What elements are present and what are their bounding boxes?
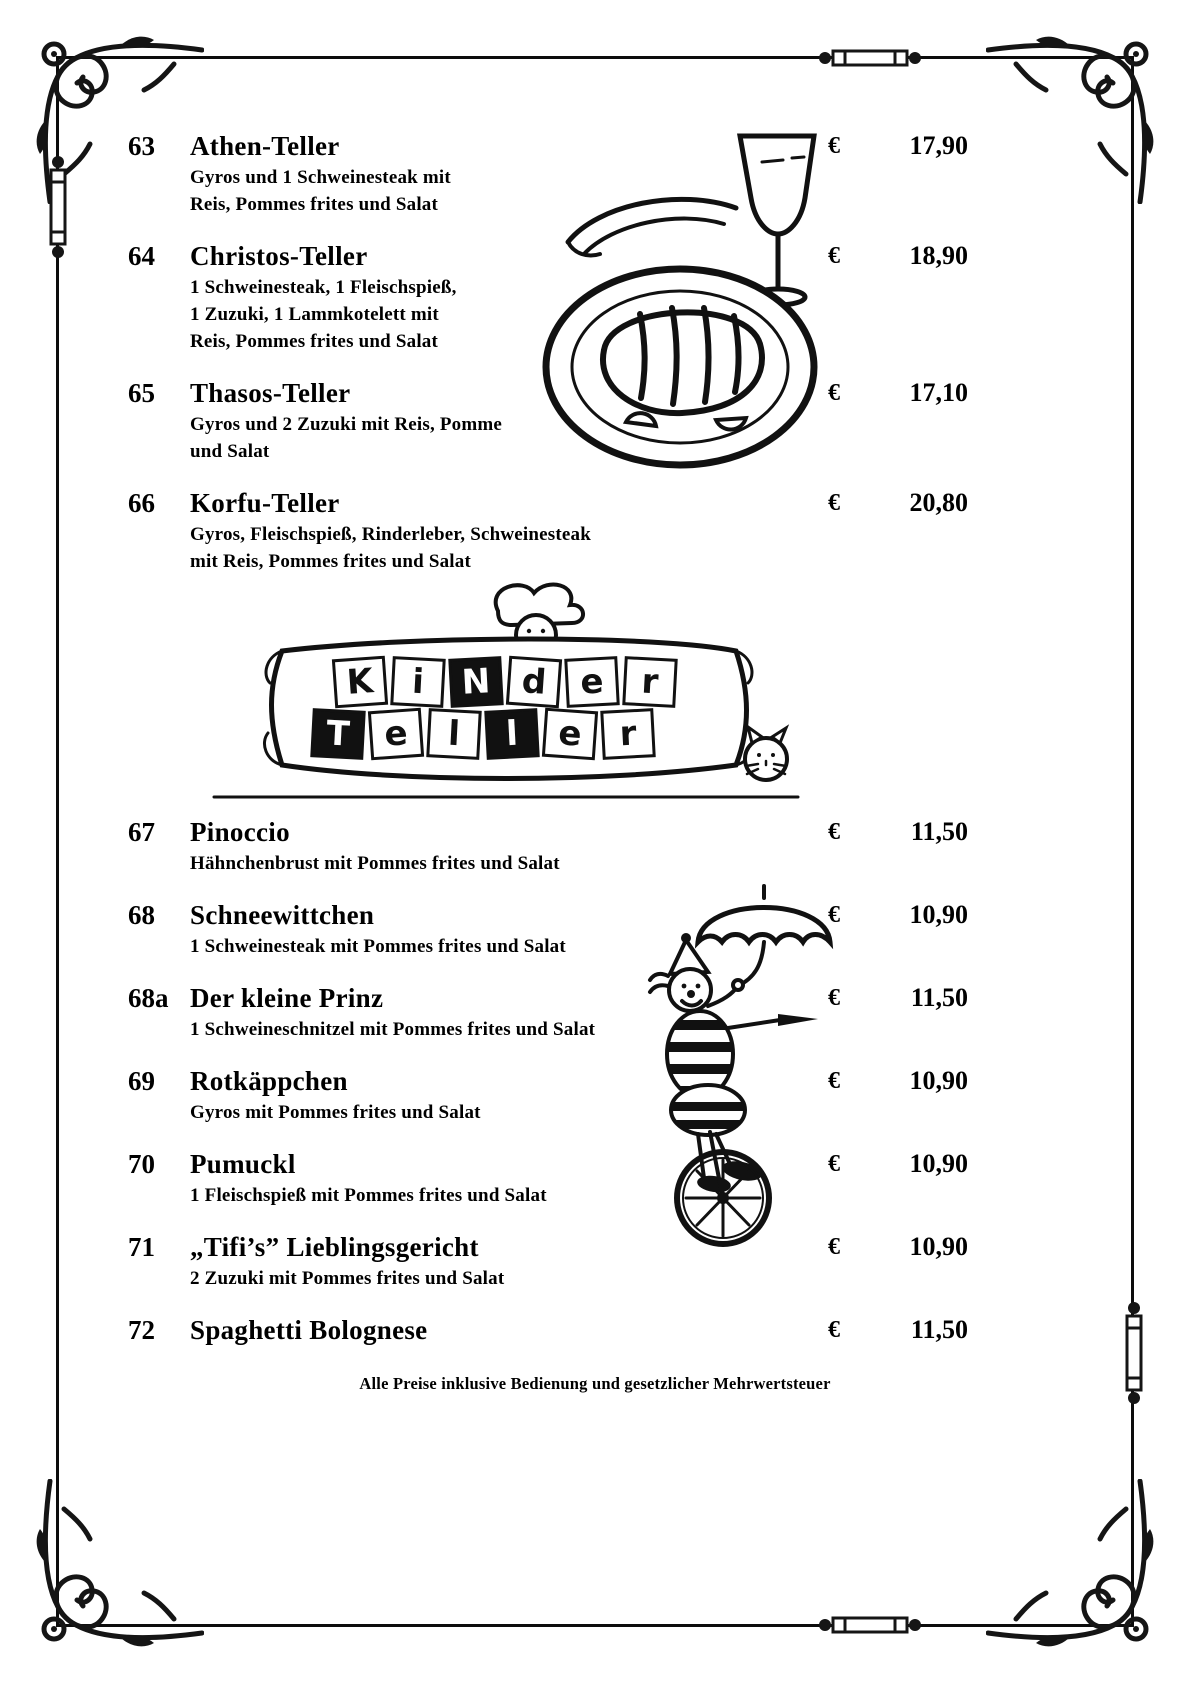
menu-item: 68 Schneewittchen € 10,90 1 Schweinestea… bbox=[128, 897, 968, 960]
currency-symbol: € bbox=[828, 1317, 840, 1343]
corner-flourish-icon bbox=[986, 36, 1154, 204]
item-name: Korfu-Teller bbox=[190, 488, 340, 518]
item-name: Schneewittchen bbox=[190, 900, 375, 930]
item-number: 68 bbox=[128, 900, 155, 930]
item-number: 69 bbox=[128, 1066, 155, 1096]
banner-letter: K bbox=[345, 661, 376, 703]
item-price: 10,90 bbox=[909, 1149, 969, 1178]
border-ornament-icon bbox=[819, 49, 921, 67]
item-number: 70 bbox=[128, 1149, 155, 1179]
item-name: Thasos-Teller bbox=[190, 378, 351, 408]
item-name: Rotkäppchen bbox=[190, 1066, 348, 1096]
item-description: 1 Fleischspieß mit Pommes frites und Sal… bbox=[190, 1185, 547, 1206]
kinder-teller-banner-illustration: K i N d e r T e l l e r bbox=[212, 582, 800, 799]
item-name: Spaghetti Bolognese bbox=[190, 1315, 428, 1345]
currency-symbol: € bbox=[828, 902, 840, 928]
corner-flourish-icon bbox=[986, 1479, 1154, 1647]
banner-letter: N bbox=[461, 661, 492, 702]
item-price: 10,90 bbox=[909, 1232, 969, 1261]
item-description: 1 Schweinesteak, 1 Fleischspieß, 1 Zuzuk… bbox=[190, 277, 457, 352]
footer-note: Alle Preise inklusive Bedienung und gese… bbox=[359, 1374, 831, 1393]
border-ornament-icon bbox=[1125, 1302, 1143, 1404]
banner-letter: r bbox=[641, 662, 660, 703]
currency-symbol: € bbox=[828, 1151, 840, 1177]
item-price: 18,90 bbox=[909, 241, 969, 270]
item-number: 68a bbox=[128, 983, 169, 1013]
item-price: 17,10 bbox=[909, 378, 969, 407]
corner-flourish-icon bbox=[36, 36, 204, 204]
item-number: 65 bbox=[128, 378, 155, 408]
item-name: Pumuckl bbox=[190, 1149, 296, 1179]
menu-item: 66 Korfu-Teller € 20,80 Gyros, Fleischsp… bbox=[128, 485, 968, 575]
item-price: 10,90 bbox=[909, 900, 969, 929]
menu-item: 71 „Tifi’s” Lieblingsgericht € 10,90 2 Z… bbox=[128, 1229, 968, 1292]
banner-letter: i bbox=[411, 662, 425, 703]
item-name: Athen-Teller bbox=[190, 131, 340, 161]
banner-word-kinder: K i N d e r bbox=[331, 655, 678, 709]
item-description: 1 Schweinesteak mit Pommes frites und Sa… bbox=[190, 936, 566, 957]
menu-item: 67 Pinoccio € 11,50 Hähnchenbrust mit Po… bbox=[128, 814, 968, 877]
corner-flourish-icon bbox=[36, 1479, 204, 1647]
banner-letter: e bbox=[579, 661, 604, 702]
item-price: 11,50 bbox=[910, 817, 968, 846]
item-description: Gyros mit Pommes frites und Salat bbox=[190, 1102, 481, 1123]
banner-letter: T bbox=[325, 713, 351, 754]
item-number: 72 bbox=[128, 1315, 155, 1345]
item-price: 11,50 bbox=[910, 1315, 968, 1344]
item-number: 66 bbox=[128, 488, 155, 518]
banner-letter: e bbox=[383, 713, 409, 755]
menu-content: 63 Athen-Teller € 17,90 Gyros und 1 Schw… bbox=[128, 128, 968, 1368]
item-price: 10,90 bbox=[909, 1066, 969, 1095]
menu-item: 64 Christos-Teller € 18,90 1 Schweineste… bbox=[128, 238, 968, 355]
currency-symbol: € bbox=[828, 133, 840, 159]
banner-letter: d bbox=[520, 661, 547, 703]
border-ornament-icon bbox=[819, 1616, 921, 1634]
item-description: Hähnchenbrust mit Pommes frites und Sala… bbox=[190, 853, 560, 874]
item-price: 20,80 bbox=[909, 488, 969, 517]
banner-letter: r bbox=[619, 714, 638, 755]
item-number: 71 bbox=[128, 1232, 155, 1262]
item-name: Der kleine Prinz bbox=[190, 983, 384, 1013]
currency-symbol: € bbox=[828, 490, 840, 516]
banner-letter: e bbox=[557, 713, 583, 755]
item-name: Pinoccio bbox=[190, 817, 290, 847]
menu-item: 70 Pumuckl € 10,90 1 Fleischspieß mit Po… bbox=[128, 1146, 968, 1209]
menu-item: 63 Athen-Teller € 17,90 Gyros und 1 Schw… bbox=[128, 128, 968, 218]
menu-item: 72 Spaghetti Bolognese € 11,50 bbox=[128, 1312, 968, 1348]
item-description: Gyros und 2 Zuzuki mit Reis, Pomme und S… bbox=[190, 414, 503, 462]
menu-item: 65 Thasos-Teller € 17,10 Gyros und 2 Zuz… bbox=[128, 375, 968, 465]
item-name: „Tifi’s” Lieblingsgericht bbox=[190, 1232, 479, 1262]
menu-item: 68a Der kleine Prinz € 11,50 1 Schweines… bbox=[128, 980, 968, 1043]
currency-symbol: € bbox=[828, 819, 840, 845]
item-description: 2 Zuzuki mit Pommes frites und Salat bbox=[190, 1268, 505, 1289]
currency-symbol: € bbox=[828, 1068, 840, 1094]
item-number: 63 bbox=[128, 131, 155, 161]
item-number: 67 bbox=[128, 817, 155, 847]
currency-symbol: € bbox=[828, 380, 840, 406]
item-name: Christos-Teller bbox=[190, 241, 368, 271]
currency-symbol: € bbox=[828, 243, 840, 269]
banner-letter: l bbox=[447, 714, 461, 755]
item-number: 64 bbox=[128, 241, 155, 271]
item-description: 1 Schweineschnitzel mit Pommes frites un… bbox=[190, 1019, 596, 1040]
banner-letter: l bbox=[505, 714, 519, 755]
item-description: Gyros, Fleischspieß, Rinderleber, Schwei… bbox=[190, 524, 592, 572]
currency-symbol: € bbox=[828, 1234, 840, 1260]
item-price: 17,90 bbox=[909, 131, 969, 160]
currency-symbol: € bbox=[828, 985, 840, 1011]
item-price: 11,50 bbox=[910, 983, 968, 1012]
menu-item: 69 Rotkäppchen € 10,90 Gyros mit Pommes … bbox=[128, 1063, 968, 1126]
banner-word-teller: T e l l e r bbox=[310, 707, 656, 761]
border-ornament-icon bbox=[49, 156, 67, 258]
item-description: Gyros und 1 Schweinesteak mit Reis, Pomm… bbox=[190, 167, 451, 215]
